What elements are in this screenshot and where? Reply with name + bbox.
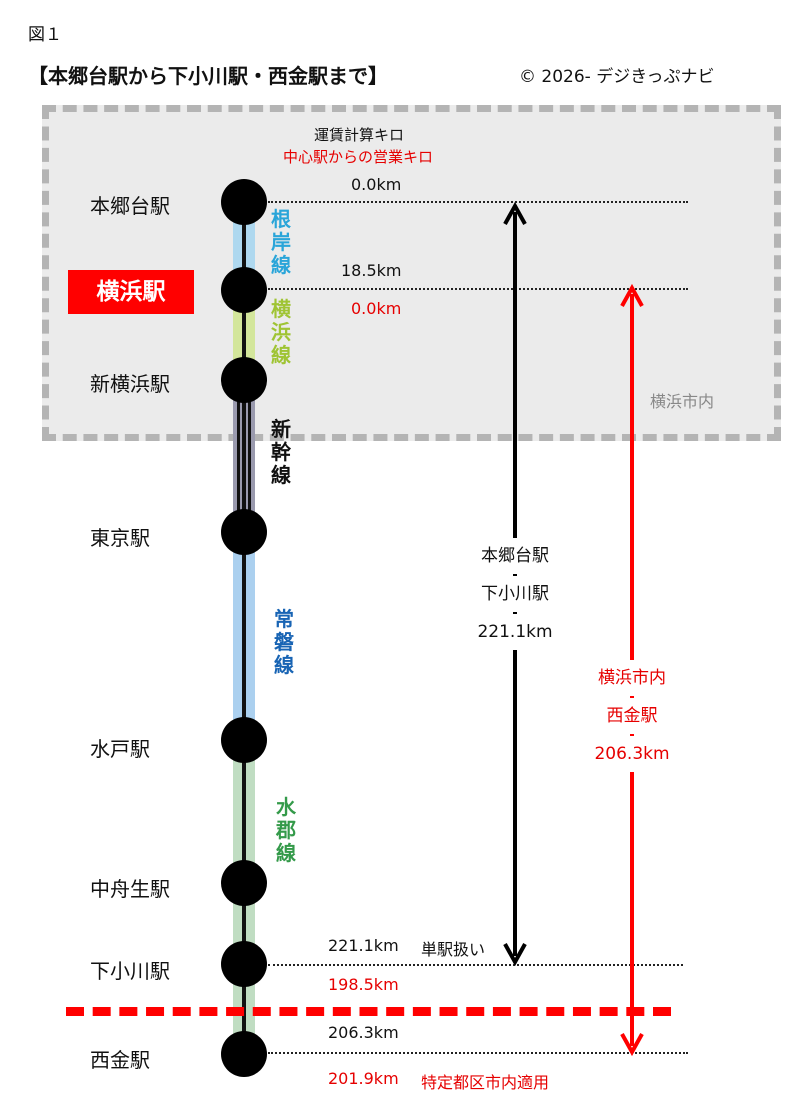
copyright-notice: © 2026- デジきっぷナビ [519, 67, 715, 87]
summary-black-to: 下小川駅 [479, 576, 551, 612]
summary-black-from: 本郷台駅 [479, 538, 551, 574]
station-name-mito: 水戸駅 [90, 737, 150, 761]
km-red-yokohama: 0.0km [351, 299, 402, 318]
route-track-shinkansen-left [237, 380, 240, 532]
joban-line-label: 常磐線 [274, 607, 294, 677]
km-guide-saigane [268, 1052, 688, 1054]
km-red-shimo-ogawa: 198.5km [328, 975, 399, 994]
km-guide-hongodai [268, 201, 688, 203]
special-ward-boundary [66, 1007, 671, 1016]
summary-red-distance: 206.3km [592, 736, 672, 772]
station-dot-mito [221, 717, 267, 763]
station-dot-shimo-ogawa [221, 941, 267, 987]
station-name-naka-funyu: 中舟生駅 [90, 877, 170, 901]
station-name-yokohama: 横浜駅 [68, 270, 194, 314]
yokohama-line-label: 横浜線 [271, 297, 291, 367]
route-track-shinkansen-right [248, 380, 251, 532]
station-name-saigane: 西金駅 [90, 1048, 150, 1072]
station-name-shin-yokohama: 新横浜駅 [90, 372, 170, 396]
station-name-shimo-ogawa: 下小川駅 [90, 959, 170, 983]
km-yokohama: 18.5km [341, 261, 402, 280]
route-track-lower [242, 532, 246, 1055]
summary-red-to: 西金駅 [604, 698, 660, 734]
note-red-saigane: 特定都区市内適用 [421, 1073, 550, 1092]
km-red-saigane: 201.9km [328, 1069, 399, 1088]
km-guide-shimo-ogawa [268, 964, 683, 966]
summary-black-distance: 221.1km [475, 614, 555, 650]
station-dot-yokohama [221, 267, 267, 313]
negishi-line-label: 根岸線 [271, 207, 291, 277]
km-saigane: 206.3km [328, 1023, 399, 1042]
suigun-line-label: 水郡線 [276, 795, 296, 865]
km-guide-yokohama [268, 288, 688, 290]
city-zone-label: 横浜市内 [650, 392, 715, 411]
km-hongodai: 0.0km [351, 175, 402, 194]
station-name-hongodai: 本郷台駅 [90, 194, 170, 218]
km-shimo-ogawa: 221.1km [328, 936, 399, 955]
note-shimo-ogawa: 単駅扱い [421, 940, 486, 959]
station-dot-saigane [221, 1031, 267, 1077]
summary-red-from: 横浜市内 [596, 660, 668, 696]
fare-km-header: 運賃計算キロ [314, 126, 405, 144]
station-dot-tokyo [221, 509, 267, 555]
station-dot-hongodai [221, 179, 267, 225]
station-dot-naka-funyu [221, 860, 267, 906]
shinkansen-label: 新幹線 [271, 417, 291, 487]
center-station-km-header: 中心駅からの営業キロ [283, 148, 434, 166]
diagram-title: 【本郷台駅から下小川駅・西金駅まで】 [28, 64, 388, 88]
station-dot-shin-yokohama [221, 357, 267, 403]
figure-label: 図１ [28, 25, 62, 45]
station-name-tokyo: 東京駅 [90, 526, 150, 550]
